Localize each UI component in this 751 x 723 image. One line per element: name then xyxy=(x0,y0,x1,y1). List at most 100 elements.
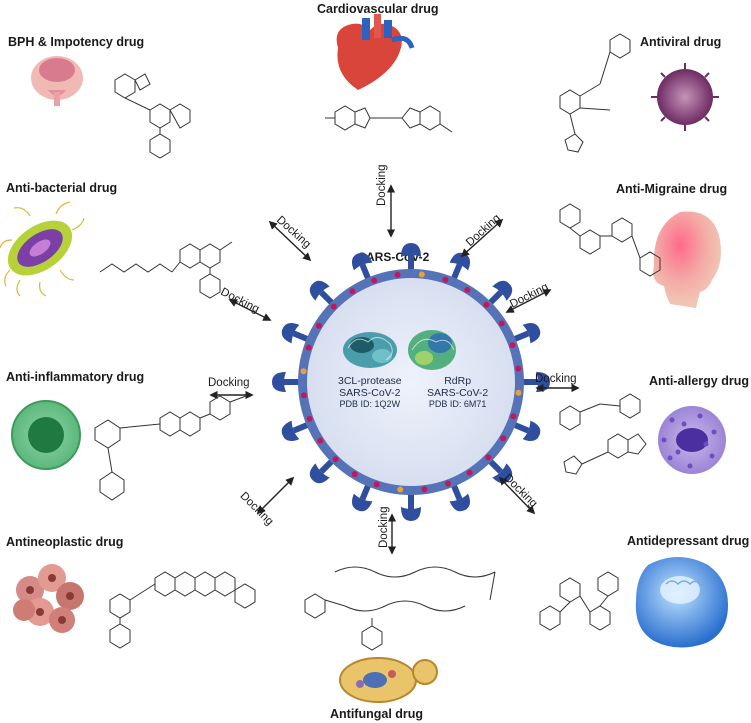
spike-protein xyxy=(401,493,421,521)
membrane-protein xyxy=(498,320,505,327)
membrane-protein xyxy=(421,486,428,493)
membrane-protein xyxy=(332,456,339,463)
membrane-protein xyxy=(515,365,522,372)
spike-protein xyxy=(351,483,373,512)
molecule-antifungal xyxy=(304,566,496,651)
spike-protein xyxy=(449,483,471,512)
docking-label-antiallergy: Docking xyxy=(535,373,577,385)
membrane-protein xyxy=(306,415,313,422)
membrane-protein xyxy=(444,480,451,487)
spike-protein xyxy=(351,252,373,281)
molecule-structures xyxy=(94,33,661,651)
virus-particle-icon xyxy=(651,63,719,131)
membrane-protein xyxy=(305,344,312,351)
title-antiallergy: Anti-allergy drug xyxy=(649,374,750,388)
granule xyxy=(709,453,715,459)
docking-label-cardiovascular: Docking xyxy=(376,164,388,206)
title-antineoplastic: Antineoplastic drug xyxy=(6,535,124,549)
membrane-protein xyxy=(442,276,449,283)
mast-cell-icon xyxy=(658,406,726,474)
granule xyxy=(669,417,675,423)
title-antifungal: Antifungal drug xyxy=(330,707,424,721)
title-antiviral: Antiviral drug xyxy=(640,35,722,49)
spike-protein xyxy=(487,458,513,484)
membrane-protein xyxy=(371,277,378,284)
spike-protein xyxy=(309,280,335,306)
heart-icon xyxy=(336,14,415,91)
rdrp-label: RdRp SARS-CoV-2 PDB ID: 6M71 xyxy=(427,375,488,409)
title-antiinflammatory: Anti-inflammatory drug xyxy=(6,370,145,384)
bacterium-icon xyxy=(0,201,85,297)
arrow-antimigraine xyxy=(505,289,552,313)
rdrp-name: RdRp xyxy=(444,375,472,387)
title-cardiovascular: Cardiovascular drug xyxy=(317,2,439,16)
membrane-protein xyxy=(500,435,507,442)
docking-arrows xyxy=(209,184,580,555)
molecule-antibacterial xyxy=(99,241,233,299)
docking-label-antiinflammatory: Docking xyxy=(208,377,250,389)
molecule-antidepressant xyxy=(539,571,619,631)
arrow-bph xyxy=(228,299,272,321)
membrane-protein xyxy=(464,286,471,293)
arrow-antibacterial xyxy=(268,220,312,262)
membrane-protein xyxy=(466,469,473,476)
molecule-antiinflammatory xyxy=(94,395,247,501)
granule xyxy=(703,441,709,447)
protease-label: 3CL-protease SARS-CoV-2 PDB ID: 1Q2W xyxy=(338,375,402,409)
rdrp-structure xyxy=(408,330,456,370)
membrane-protein xyxy=(397,486,404,493)
spike-protein xyxy=(512,420,541,442)
tumor-cells-icon xyxy=(13,564,84,633)
membrane-protein xyxy=(351,471,358,478)
title-antimigraine: Anti-Migraine drug xyxy=(616,182,728,196)
molecule-antiviral xyxy=(559,33,631,153)
membrane-protein xyxy=(394,271,401,278)
spike-protein xyxy=(281,322,310,344)
brain-head-icon xyxy=(635,557,728,648)
membrane-protein xyxy=(300,392,307,399)
membrane-protein xyxy=(509,342,516,349)
prostate-icon xyxy=(31,56,83,106)
title-antibacterial: Anti-bacterial drug xyxy=(6,181,118,195)
sars-cov-2-virus xyxy=(272,243,550,521)
head-icon xyxy=(653,211,721,308)
membrane-protein xyxy=(373,481,380,488)
spike-protein xyxy=(401,243,421,271)
arrow-antidepressant xyxy=(498,476,536,515)
molecule-cardiovascular xyxy=(325,105,453,133)
spike-protein xyxy=(512,322,541,344)
molecule-bph xyxy=(114,73,191,159)
title-antidepressant: Antidepressant drug xyxy=(627,534,750,548)
fungal-cell-icon xyxy=(339,657,438,703)
molecule-antineoplastic xyxy=(109,571,256,649)
arrow-antineoplastic xyxy=(256,476,295,515)
protease-structure xyxy=(343,332,397,368)
molecule-antimigraine xyxy=(559,203,661,277)
membrane-protein xyxy=(349,288,356,295)
membrane-protein xyxy=(483,301,490,308)
spike-protein xyxy=(281,420,310,442)
membrane-protein xyxy=(317,437,324,444)
protease-pdb: PDB ID: 1Q2W xyxy=(339,399,401,409)
membrane-protein xyxy=(300,368,307,375)
granule xyxy=(675,449,681,455)
membrane-protein xyxy=(418,271,425,278)
granule xyxy=(667,455,673,461)
protease-virus: SARS-CoV-2 xyxy=(339,387,401,399)
granule xyxy=(697,413,703,419)
granule xyxy=(687,463,693,469)
membrane-protein xyxy=(510,413,517,420)
granule xyxy=(711,429,717,435)
membrane-protein xyxy=(330,303,337,310)
cell-icon xyxy=(11,400,81,470)
granule xyxy=(661,437,667,443)
granule xyxy=(681,421,687,427)
arrow-antiviral xyxy=(460,218,504,258)
membrane-protein xyxy=(315,322,322,329)
membrane-protein xyxy=(515,389,522,396)
molecule-antiallergy xyxy=(559,393,647,475)
rdrp-pdb: PDB ID: 6M71 xyxy=(428,399,487,409)
spike-protein xyxy=(309,458,335,484)
membrane-protein xyxy=(485,454,492,461)
